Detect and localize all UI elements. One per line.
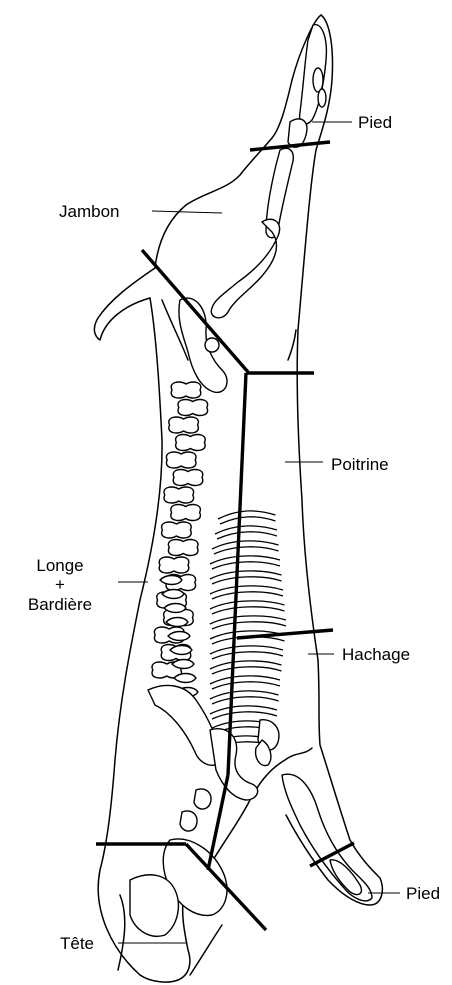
label-pied-fore: Pied <box>406 884 440 903</box>
rib-bone <box>212 541 279 554</box>
scapula-bone <box>148 685 222 765</box>
vertebra-bone <box>173 470 203 486</box>
hind-leg-bones <box>179 25 326 393</box>
rib-bone <box>210 616 286 629</box>
cut-line-spine-low <box>208 775 228 870</box>
cut-line-spine <box>228 373 246 775</box>
rib-head-bone <box>160 576 182 585</box>
rib-head-bone <box>170 646 192 655</box>
label-poitrine: Poitrine <box>331 455 389 474</box>
vertebra-bone <box>159 557 189 573</box>
rib-bone <box>210 646 283 659</box>
vertebra-bone <box>178 400 208 416</box>
label-pied-hind: Pied <box>358 113 392 132</box>
vertebra-bone <box>169 417 199 433</box>
label-tete: Tête <box>60 934 94 953</box>
label-hachage: Hachage <box>342 645 410 664</box>
spine <box>152 382 208 697</box>
rib-bone <box>215 526 277 539</box>
rib-head-bone <box>164 604 186 613</box>
vertebra-bone <box>168 540 198 556</box>
rib-head-bone <box>162 590 184 599</box>
jaw-bone <box>130 875 178 937</box>
humerus-bone <box>210 729 258 800</box>
leader-jambon <box>152 211 222 213</box>
hip-joint-bone <box>205 338 219 352</box>
vertebra-bone <box>176 435 206 451</box>
vertebra-bone <box>164 487 194 503</box>
rib-head-bone <box>174 674 196 683</box>
rib-bone <box>210 676 280 689</box>
rib-bone <box>210 556 280 569</box>
head-bones <box>130 789 227 936</box>
label-bardiere: Bardière <box>28 595 92 614</box>
rib-head-bone <box>166 618 188 627</box>
label-longe: Longe <box>36 556 83 575</box>
label-jambon: Jambon <box>59 202 119 221</box>
vertebra-bone <box>162 522 192 538</box>
rib-head-bone <box>172 660 194 669</box>
rib-bone <box>210 661 282 674</box>
neck-vertebra-bone-2 <box>180 811 197 831</box>
rib-bone <box>210 691 279 704</box>
rib-bone <box>210 601 285 614</box>
rib-bone <box>210 586 283 599</box>
tail-outline <box>94 268 155 340</box>
hind-toe-bone-2 <box>318 89 326 107</box>
neck-vertebra-bone <box>194 789 211 809</box>
carcass-outline <box>94 15 382 982</box>
vertebra-bone <box>171 382 201 398</box>
rib-bone <box>210 571 282 584</box>
rib-head-bone <box>168 632 190 641</box>
rib-bone <box>218 511 276 524</box>
rib-bone <box>210 706 277 719</box>
rib-cage <box>210 511 286 749</box>
label-longe-plus: + <box>55 575 65 594</box>
vertebra-bone <box>166 452 196 468</box>
back-outline <box>98 298 162 975</box>
vertebra-bone <box>171 505 201 521</box>
